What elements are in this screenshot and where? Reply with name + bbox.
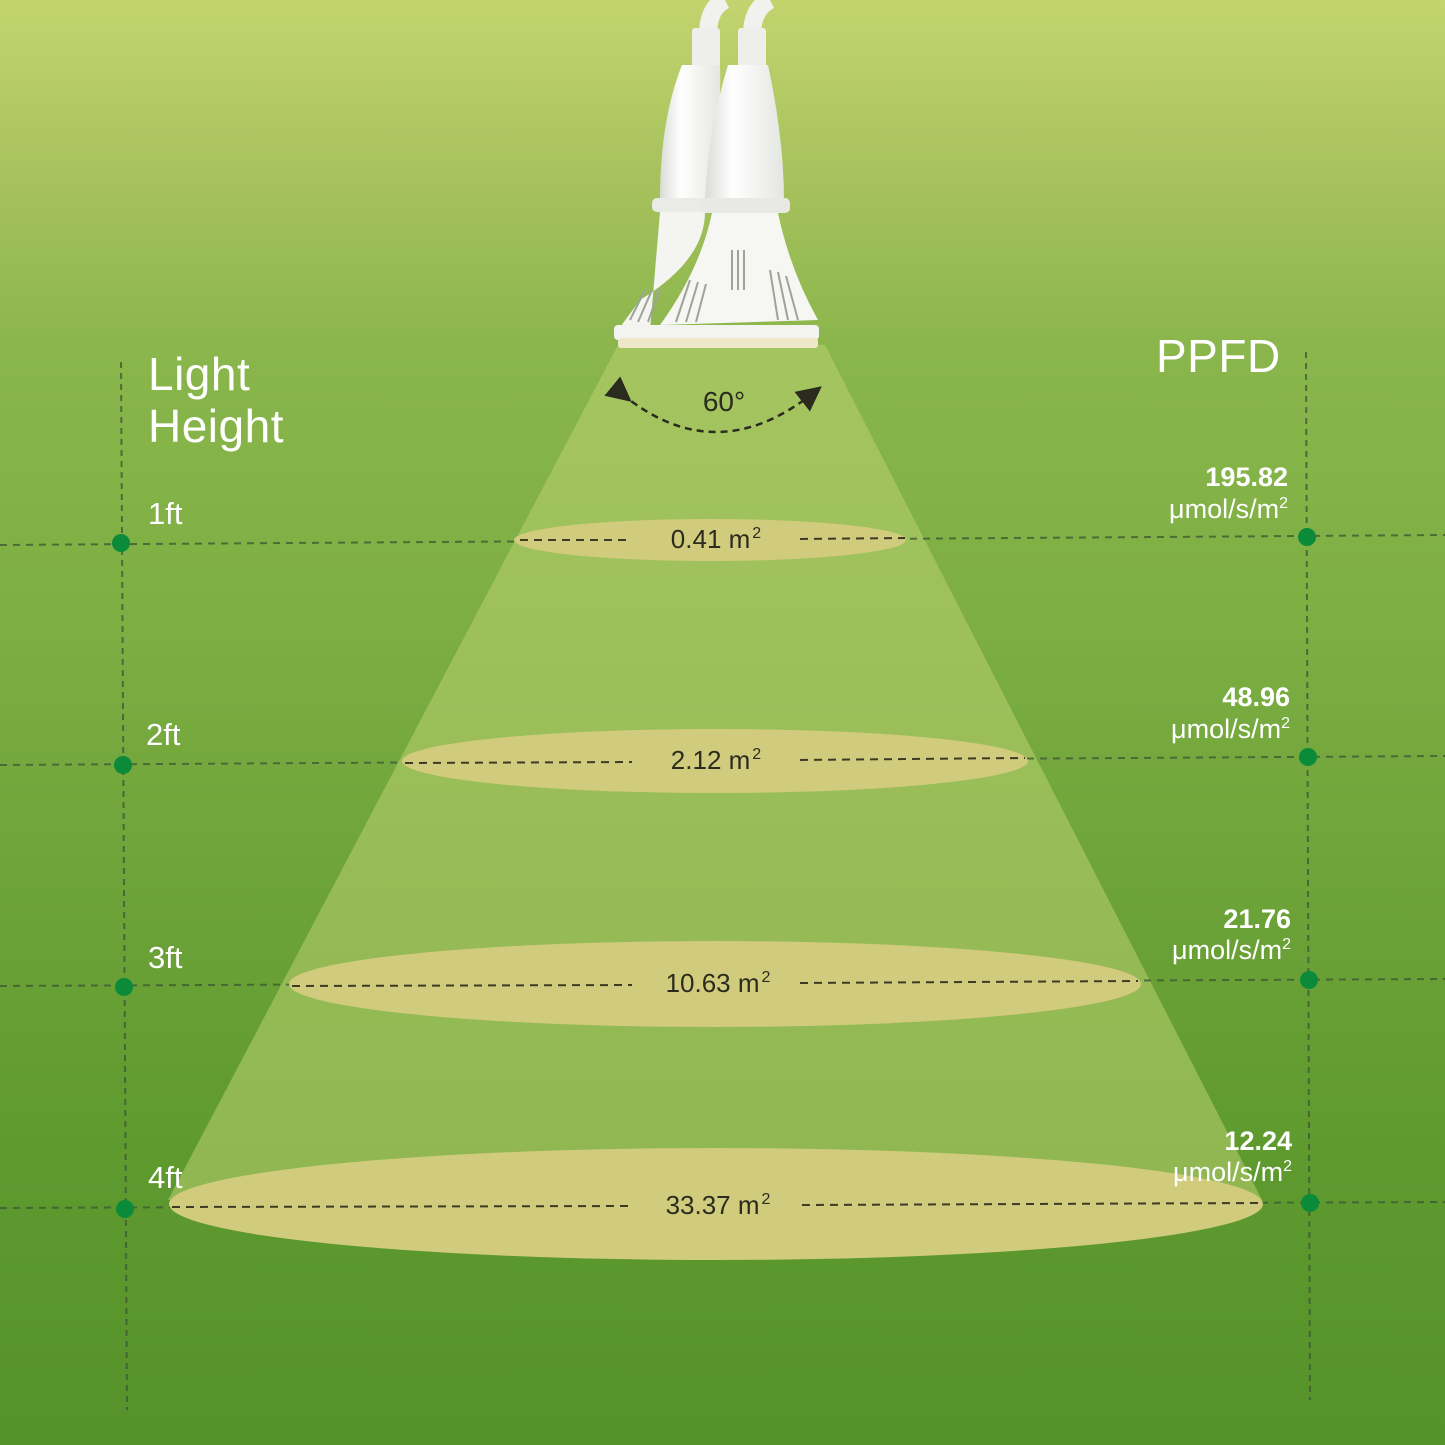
ppfd-unit-3ft: μmol/s/m2 <box>1172 935 1291 965</box>
ppfd-value-1ft: 195.82 <box>1205 462 1288 492</box>
grow-lamp-icon <box>614 0 819 348</box>
ppfd-title: PPFD <box>1156 330 1281 382</box>
height-label-3ft: 3ft <box>148 940 183 975</box>
ppfd-unit-1ft: μmol/s/m2 <box>1169 494 1288 524</box>
height-dot-2ft <box>114 756 132 774</box>
ppfd-dot-3ft <box>1300 971 1318 989</box>
ppfd-value-3ft: 21.76 <box>1223 904 1291 934</box>
ppfd-dot-4ft <box>1301 1194 1319 1212</box>
ppfd-dot-2ft <box>1299 748 1317 766</box>
level-line-2ft <box>0 755 1445 766</box>
coverage-ellipse-3ft <box>289 941 1141 1027</box>
ppfd-axis-line <box>1305 351 1311 1401</box>
beam-angle-label: 60° <box>702 386 746 417</box>
coverage-ellipse-4ft <box>169 1148 1263 1260</box>
title-line-2: Height <box>148 400 284 452</box>
ppfd-unit-2ft: μmol/s/m2 <box>1171 714 1290 744</box>
ppfd-dot-1ft <box>1298 528 1316 546</box>
title-line-1: Light <box>148 348 251 400</box>
level-line-1ft <box>0 534 1445 546</box>
light-height-title: Light Height <box>148 348 284 452</box>
ppfd-value-2ft: 48.96 <box>1222 682 1290 712</box>
level-line-3ft <box>0 978 1445 987</box>
height-dot-1ft <box>112 534 130 552</box>
beam-angle-arc <box>604 376 822 434</box>
height-dot-3ft <box>115 978 133 996</box>
coverage-ellipse-2ft <box>402 729 1028 793</box>
height-axis-line <box>120 361 128 1411</box>
height-label-2ft: 2ft <box>146 717 181 752</box>
height-dot-4ft <box>116 1200 134 1218</box>
ppfd-unit-4ft: μmol/s/m2 <box>1173 1157 1292 1187</box>
height-label-1ft: 1ft <box>148 496 183 531</box>
ppfd-value-4ft: 12.24 <box>1224 1126 1292 1156</box>
height-label-4ft: 4ft <box>148 1160 183 1195</box>
coverage-ellipse-1ft <box>514 519 906 561</box>
